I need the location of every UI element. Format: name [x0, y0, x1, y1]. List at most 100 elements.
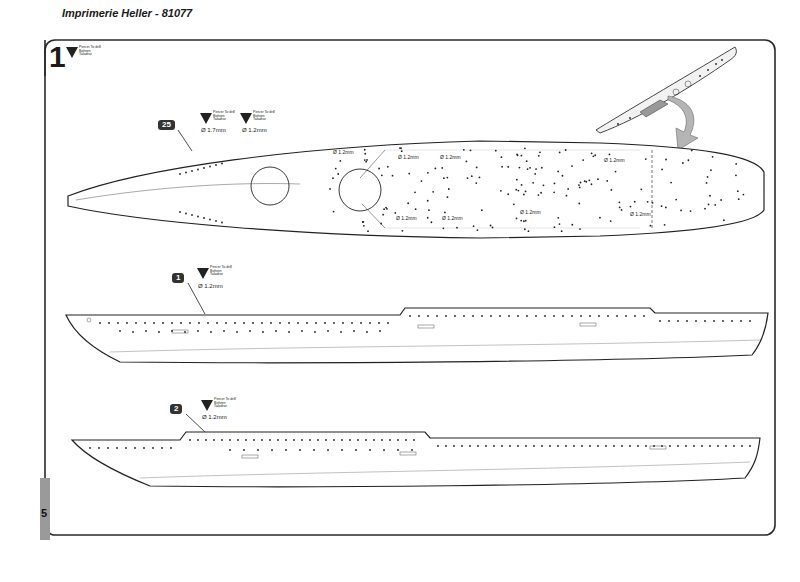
- hole-mark: [749, 445, 751, 447]
- hole-mark: [517, 154, 519, 156]
- hole-mark: [571, 224, 573, 226]
- hole-mark: [652, 202, 654, 204]
- hole-mark: [413, 439, 415, 441]
- hole-mark: [661, 445, 663, 447]
- hole-mark: [492, 227, 494, 229]
- hole-mark: [162, 322, 164, 324]
- hole-mark: [394, 212, 396, 214]
- hole-mark: [584, 180, 586, 182]
- hole-mark: [733, 445, 735, 447]
- hole-mark: [665, 207, 667, 209]
- hole-mark: [288, 322, 290, 324]
- hole-mark: [463, 149, 465, 151]
- hole-mark: [495, 150, 497, 152]
- hole-mark: [524, 147, 526, 149]
- hole-mark: [389, 439, 391, 441]
- hole-mark: [116, 447, 118, 449]
- hole-mark: [585, 181, 587, 183]
- hole-size: Ø 1.2mm: [333, 150, 354, 155]
- hole-mark: [499, 315, 501, 317]
- hole-mark: [597, 178, 599, 180]
- hole-mark: [534, 173, 536, 175]
- hole-mark: [339, 160, 341, 162]
- hole-mark: [470, 149, 472, 151]
- hole-mark: [277, 439, 279, 441]
- hole-mark: [411, 449, 413, 451]
- hole-mark: [126, 322, 128, 324]
- hole-mark: [221, 163, 223, 165]
- hole-mark: [427, 217, 429, 219]
- hole-mark: [185, 172, 187, 174]
- hole-mark: [335, 168, 337, 170]
- hole-mark: [621, 445, 623, 447]
- hole-mark: [592, 155, 594, 157]
- hole-mark: [538, 194, 540, 196]
- hole-mark: [665, 159, 667, 161]
- hole-mark: [197, 169, 199, 171]
- hole-mark: [589, 445, 591, 447]
- hole-mark: [561, 230, 563, 232]
- hole-mark: [414, 191, 416, 193]
- hole-mark: [180, 322, 182, 324]
- hole-mark: [605, 445, 607, 447]
- hole-mark: [525, 190, 527, 192]
- hole-mark: [532, 182, 534, 184]
- drill-icon: [66, 47, 78, 58]
- hole-size: Ø 1.2mm: [198, 283, 223, 289]
- hole-mark: [341, 449, 343, 451]
- hole-mark: [367, 230, 369, 232]
- hole-mark: [221, 222, 223, 224]
- hole-mark: [392, 175, 394, 177]
- hole-mark: [189, 439, 191, 441]
- hole-mark: [379, 330, 381, 332]
- hole-mark: [540, 192, 542, 194]
- hole-mark: [437, 445, 439, 447]
- hole-mark: [573, 445, 575, 447]
- hole-mark: [453, 445, 455, 447]
- hole-mark: [708, 204, 710, 206]
- hole-mark: [476, 229, 478, 231]
- hole-size: Ø 1.2mm: [604, 158, 625, 163]
- hole-mark: [144, 322, 146, 324]
- hole-mark: [471, 175, 473, 177]
- hole-mark: [215, 220, 217, 222]
- hole-mark: [668, 320, 670, 322]
- hole-mark: [554, 226, 556, 228]
- hole-mark: [749, 320, 751, 322]
- hole-mark: [712, 156, 714, 158]
- hole-mark: [378, 168, 380, 170]
- hole-mark: [362, 221, 364, 223]
- hole-mark: [501, 166, 503, 168]
- hole-mark: [490, 225, 492, 227]
- hole-mark: [333, 439, 335, 441]
- hole-mark: [279, 322, 281, 324]
- hole-mark: [329, 188, 331, 190]
- hole-mark: [523, 194, 525, 196]
- hole-mark: [524, 228, 526, 230]
- hole-mark: [402, 230, 404, 232]
- hole-mark: [203, 167, 205, 169]
- hole-mark: [579, 187, 581, 189]
- hole-mark: [285, 449, 287, 451]
- hole-mark: [383, 208, 385, 210]
- hole-mark: [580, 182, 582, 184]
- hole-mark: [184, 331, 186, 333]
- hole-mark: [527, 168, 529, 170]
- hole-mark: [677, 445, 679, 447]
- hole-mark: [717, 445, 719, 447]
- hole-mark: [365, 161, 367, 163]
- hole-mark: [588, 179, 590, 181]
- hole-mark: [117, 322, 119, 324]
- hole-mark: [216, 322, 218, 324]
- hole-mark: [597, 445, 599, 447]
- hole-mark: [557, 445, 559, 447]
- hole-mark: [553, 191, 555, 193]
- hole-mark: [710, 169, 712, 171]
- hole-mark: [446, 177, 448, 179]
- hole-mark: [571, 315, 573, 317]
- hole-mark: [559, 152, 561, 154]
- hole-mark: [565, 149, 567, 151]
- hole-mark: [171, 330, 173, 332]
- hole-mark: [741, 445, 743, 447]
